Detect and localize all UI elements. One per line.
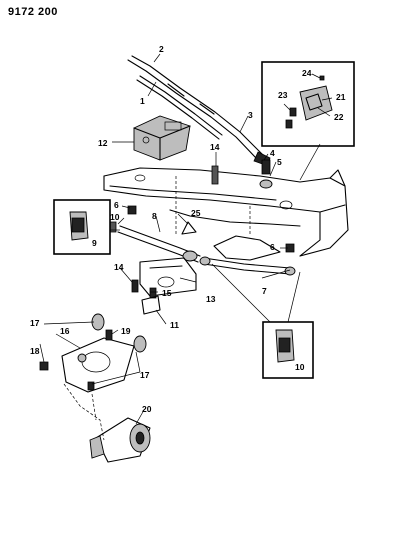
bracket-11 (141, 295, 161, 315)
wiper-motor-20 (89, 417, 151, 463)
callout-24: 24 (302, 68, 312, 78)
callout-17-top: 17 (30, 318, 40, 328)
callout-2: 2 (159, 44, 164, 54)
callout-14-top: 14 (210, 142, 220, 152)
callout-14-mid: 14 (114, 262, 124, 272)
callout-16: 16 (60, 326, 70, 336)
callout-9: 9 (92, 238, 97, 248)
callout-12: 12 (98, 138, 108, 148)
callout-8: 8 (152, 211, 157, 221)
callout-6-right: 6 (270, 242, 275, 252)
callout-4: 4 (270, 148, 275, 158)
callout-3: 3 (248, 110, 253, 120)
fasteners (107, 159, 295, 299)
callout-25: 25 (191, 208, 201, 218)
drawing-number: 9172 200 (8, 6, 58, 18)
callout-10-right: 10 (295, 362, 305, 372)
callout-5: 5 (277, 157, 282, 167)
motor-module-12 (133, 115, 191, 161)
callout-15: 15 (162, 288, 172, 298)
inset-box-9 (53, 199, 111, 255)
callout-6-left: 6 (114, 200, 119, 210)
callout-13: 13 (206, 294, 216, 304)
callout-18: 18 (30, 346, 40, 356)
inset-box-10 (262, 321, 314, 379)
callout-23: 23 (278, 90, 288, 100)
cowl-panel (103, 167, 349, 261)
callout-1: 1 (140, 96, 145, 106)
callout-10-left: 10 (110, 212, 120, 222)
callout-20: 20 (142, 404, 152, 414)
inset-box-21-24 (261, 61, 355, 147)
callout-11: 11 (170, 320, 179, 330)
callout-labels: 2 1 3 12 14 4 5 6 10 8 25 9 6 14 15 7 13… (30, 44, 346, 414)
callout-21: 21 (336, 92, 346, 102)
wiper-blade-and-arm (127, 55, 271, 167)
callout-19: 19 (121, 326, 131, 336)
callout-7: 7 (262, 286, 267, 296)
callout-22: 22 (334, 112, 344, 122)
callout-17-bottom: 17 (140, 370, 150, 380)
mounting-bracket-13 (139, 257, 197, 297)
leader-lines (39, 53, 333, 425)
linkage-arms (117, 225, 296, 276)
